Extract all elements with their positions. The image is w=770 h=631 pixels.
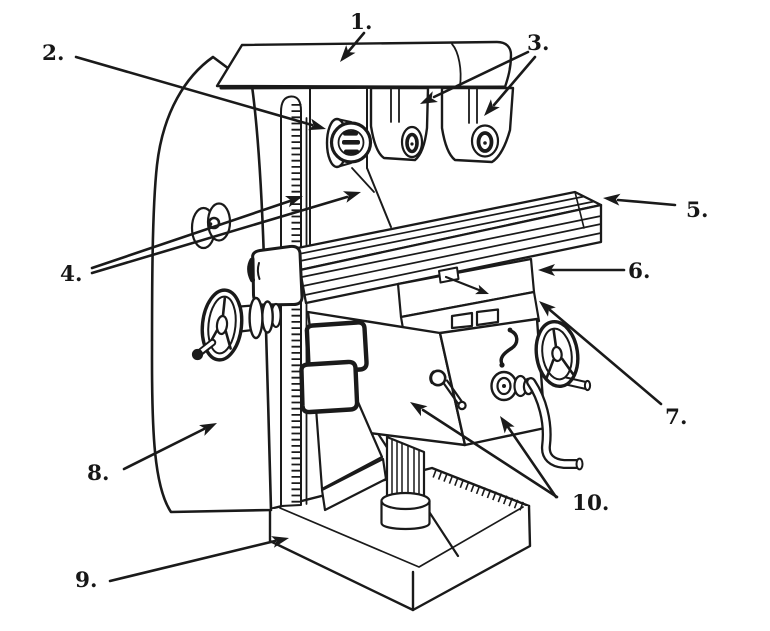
arrow-1: [340, 31, 366, 62]
callout-labels: 1. 2. 3. 4. 5. 6. 7. 8. 9. 10.: [42, 10, 708, 593]
handwheel-grip-knob: [191, 348, 204, 361]
callout-arrows: [74, 31, 677, 583]
knee: [299, 308, 592, 512]
table: [266, 190, 603, 305]
clamp-lever: [429, 369, 467, 411]
part-label-1: 1.: [350, 10, 372, 35]
hook-lever: [499, 327, 519, 368]
part-label-3: 3.: [527, 31, 549, 56]
arrow-saddle-detail: [444, 275, 489, 295]
part-label-10: 10.: [572, 491, 609, 516]
crank-handle: [526, 377, 584, 471]
part-label-6: 6.: [628, 259, 650, 284]
arrow-5: [603, 193, 677, 207]
arrow-10b: [500, 416, 558, 499]
elevating-screw: [380, 435, 431, 531]
part-label-7: 7.: [665, 405, 687, 430]
table-end-bracket: [247, 244, 304, 307]
arrow-4a: [90, 196, 303, 270]
part-label-2: 2.: [42, 41, 64, 66]
knee-cover-box: [299, 320, 369, 415]
arrow-7: [539, 301, 663, 406]
arrow-10a: [410, 402, 559, 499]
arrow-4b: [90, 191, 361, 275]
arbor-supports: [369, 86, 515, 164]
arrow-8: [122, 423, 217, 471]
vertical-feed-handwheel: [534, 319, 580, 389]
part-label-8: 8.: [87, 461, 109, 486]
part-label-9: 9.: [75, 568, 97, 593]
arrow-6: [538, 264, 626, 276]
spindle-dial: [325, 117, 373, 169]
arrow-9: [108, 536, 289, 583]
arrow-3a: [420, 50, 530, 104]
part-label-5: 5.: [686, 198, 708, 223]
cross-feed-handwheel: [191, 288, 282, 362]
arrow-3b: [484, 55, 537, 116]
arrow-2: [74, 55, 326, 131]
part-label-4: 4.: [60, 262, 82, 287]
